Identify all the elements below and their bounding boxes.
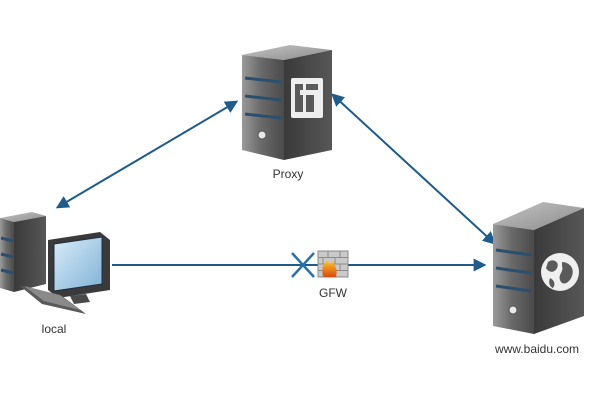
blocked-x-icon — [291, 252, 315, 278]
proxy-label: Proxy — [273, 167, 304, 181]
desktop-tower-icon — [0, 212, 46, 292]
keyboard-icon — [20, 286, 86, 314]
edge-proxy-target — [331, 93, 496, 245]
monitor-icon — [48, 232, 110, 304]
local-label: local — [42, 322, 67, 336]
target-server — [493, 202, 584, 334]
edge-local-proxy — [55, 100, 239, 209]
proxy-logo-icon — [291, 78, 323, 118]
proxy-server — [242, 45, 332, 160]
target-label: www.baidu.com — [494, 342, 579, 356]
firewall-label: GFW — [319, 286, 348, 300]
firewall-icon — [317, 250, 349, 278]
globe-icon — [541, 253, 579, 291]
local-computer — [0, 212, 110, 314]
